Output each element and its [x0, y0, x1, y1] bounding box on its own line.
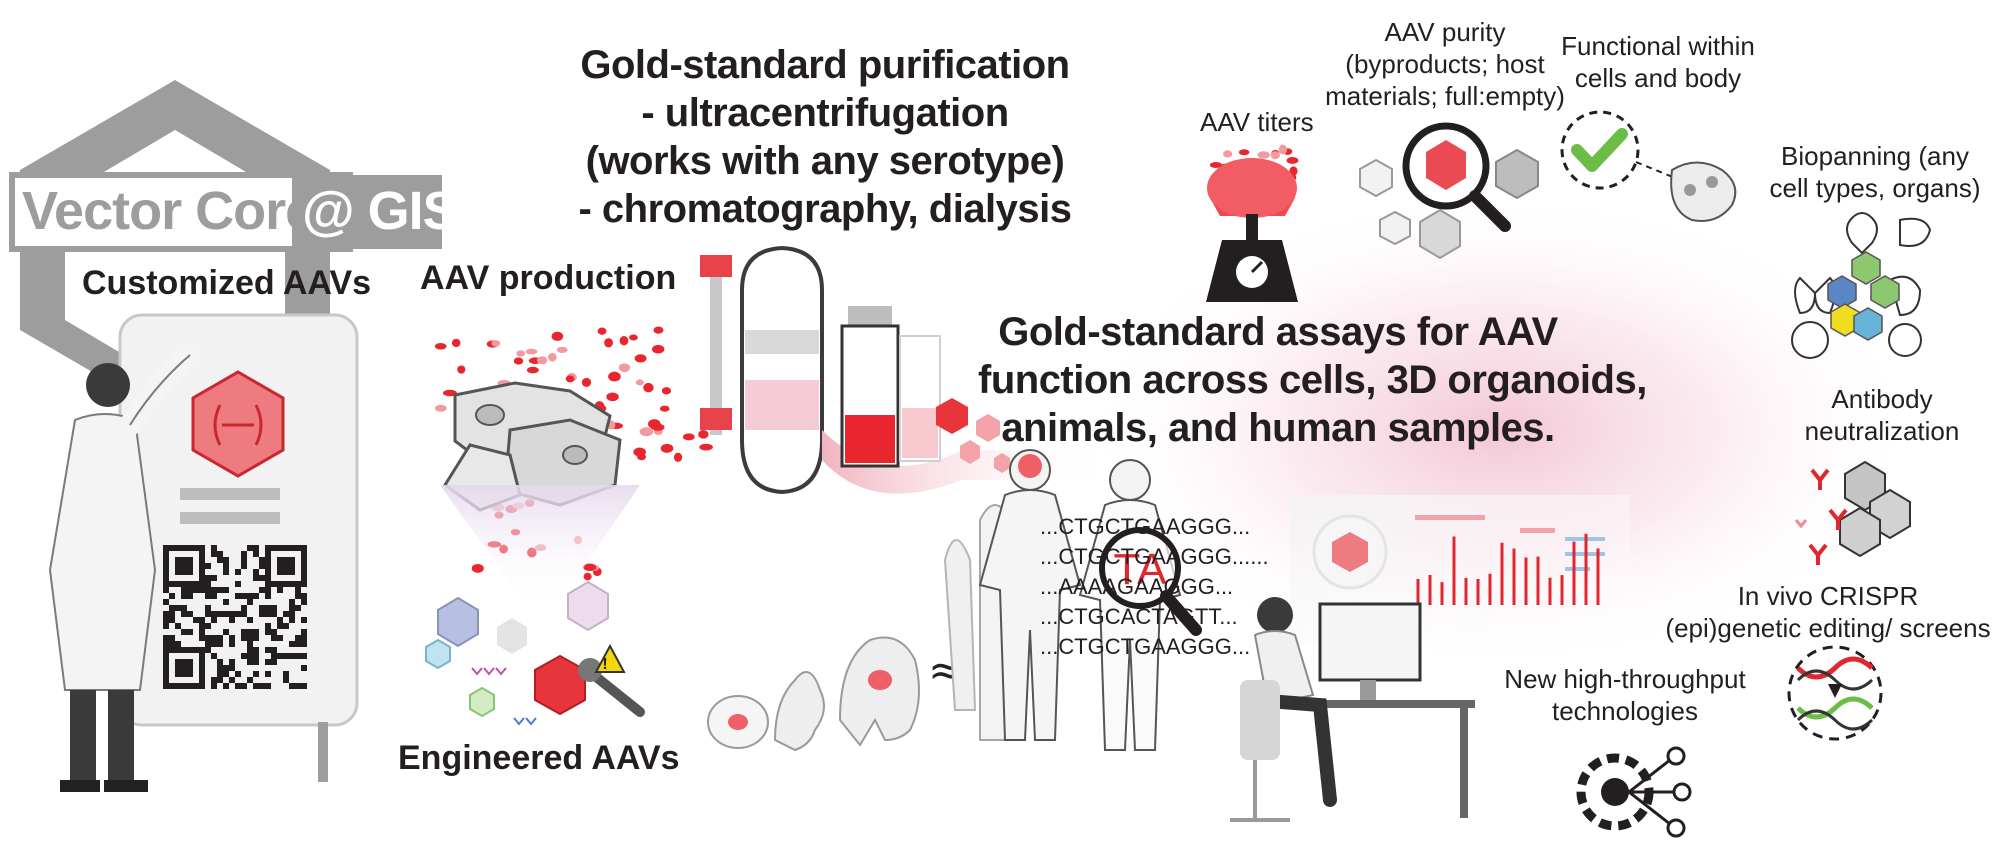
- purification-heading: Gold-standard purification - ultracentri…: [565, 41, 1085, 233]
- aav-production-title: AAV production: [420, 259, 677, 297]
- magnifier-icon: TA: [1099, 527, 1202, 636]
- engineered-aav-particles: !: [425, 580, 645, 726]
- purification-line-4: - chromatography, dialysis: [578, 187, 1072, 231]
- dna-sequences: ...CTGCTGAAGGG... ...CTGCTGAAGGG...... .…: [1040, 512, 1269, 662]
- functional-line-1: Functional within: [1561, 31, 1755, 61]
- antibody-line-1: Antibody: [1831, 384, 1933, 414]
- functional-label: Functional within cells and body: [1548, 30, 1768, 94]
- assays-line-1: Gold-standard assays for AAV: [998, 310, 1558, 354]
- purity-line-1: AAV purity: [1384, 17, 1506, 47]
- sequence-4: ...CTGCACTAGTT...: [1040, 604, 1238, 629]
- engineered-aav-hexagon: [534, 654, 586, 716]
- purity-hexagons: [1359, 122, 1539, 260]
- vial-icon: [840, 306, 941, 468]
- antibody-label: Antibody neutralization: [1782, 383, 1982, 447]
- assays-line-3: animals, and human samples.: [1001, 406, 1555, 450]
- scale-icon: [1206, 158, 1298, 302]
- crispr-line-2: (epi)genetic editing/ screens: [1665, 613, 1991, 643]
- customized-aavs-title: Customized AAVs: [82, 264, 372, 302]
- hightp-label: New high-throughput technologies: [1495, 663, 1755, 727]
- computer-user-icon: [1230, 597, 1475, 822]
- organs-icon: [1791, 212, 1932, 359]
- assays-heading: Gold-standard assays for AAV function ac…: [978, 308, 1647, 452]
- crispr-label: In vivo CRISPR (epi)genetic editing/ scr…: [1658, 580, 1998, 644]
- sequence-3: ...AAAAGAAGGG...: [1040, 574, 1234, 599]
- crispr-line-1: In vivo CRISPR: [1737, 581, 1919, 611]
- hightp-line-2: technologies: [1552, 696, 1698, 726]
- funnel-icon: [440, 485, 640, 610]
- biopanning-line-1: Biopanning (any: [1781, 141, 1969, 171]
- lens-text: TA: [1114, 545, 1168, 594]
- logo-text-main: Vector Core: [22, 181, 315, 241]
- svg-text:!: !: [602, 656, 607, 673]
- dna-crispr-icon: [1787, 645, 1883, 741]
- titers-label: AAV titers: [1200, 107, 1314, 137]
- purity-line-2: (byproducts; host: [1345, 49, 1545, 79]
- qr-code-icon: [163, 545, 307, 689]
- sequence-1: ...CTGCTGAAGGG...: [1040, 514, 1251, 539]
- biopanning-line-2: cell types, organs): [1769, 173, 1981, 203]
- logo-band-grey: [292, 175, 442, 249]
- purification-line-3: (works with any serotype): [585, 139, 1065, 183]
- functional-line-2: cells and body: [1574, 63, 1742, 93]
- sequence-5: ...CTGCTGAAGGG...: [1040, 634, 1251, 659]
- antibody-line-2: neutralization: [1804, 416, 1960, 446]
- hightp-line-1: New high-throughput: [1504, 664, 1746, 694]
- assays-line-2: function across cells, 3D organoids,: [978, 358, 1647, 402]
- scientist-icon: [48, 344, 201, 792]
- purity-label: AAV purity (byproducts; host materials; …: [1310, 16, 1580, 112]
- warning-icon: [594, 643, 626, 673]
- purification-line-1: Gold-standard purification: [580, 43, 1070, 87]
- purification-line-2: - ultracentrifugation: [641, 91, 1009, 135]
- engineered-aavs-title: Engineered AAVs: [398, 739, 680, 777]
- logo-text-at: @ GIS: [302, 181, 459, 241]
- scientist-board: [118, 313, 359, 782]
- gear-network-icon: [1576, 746, 1692, 838]
- biopanning-label: Biopanning (any cell types, organs): [1755, 140, 1995, 204]
- checkmark-icon: [1560, 110, 1737, 222]
- sequence-2: ...CTGCTGAAGGG......: [1040, 544, 1269, 569]
- purity-line-3: materials; full:empty): [1325, 81, 1565, 111]
- red-hexagons-flow: [936, 398, 1010, 473]
- antibody-icon: [1794, 460, 1911, 565]
